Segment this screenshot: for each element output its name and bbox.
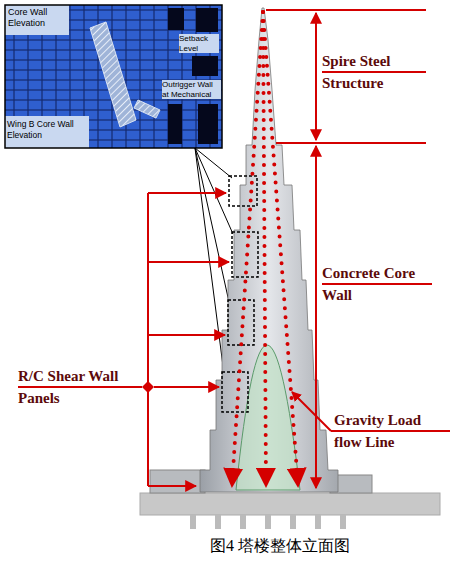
callout-arrow [154, 386, 219, 388]
core-wall-band [90, 22, 136, 127]
pile [290, 515, 296, 529]
inset-patch [5, 116, 89, 148]
label-underline [322, 283, 432, 285]
pile [215, 515, 221, 529]
pile [315, 515, 321, 529]
label-underline [322, 71, 426, 73]
dimension-line [276, 142, 426, 144]
part-label: Gravity Load flow Line [334, 409, 448, 453]
pile [240, 515, 246, 529]
inset-void [168, 8, 184, 30]
inset-grid [5, 5, 222, 148]
inset-patch [5, 5, 69, 35]
wall-panel-box [228, 300, 254, 345]
inset-label: Core Wall Elevation [8, 7, 68, 29]
podium [150, 470, 205, 493]
inset-void [192, 56, 218, 76]
load-path [263, 12, 298, 486]
dimension-line [315, 13, 317, 140]
callout-arrow [148, 261, 229, 263]
inset-void [168, 104, 182, 144]
callout-arrow [148, 485, 196, 487]
leader-line [292, 392, 331, 431]
figure-caption: 图4 塔楼整体立面图 [100, 536, 460, 556]
dimension-line [266, 9, 426, 11]
label-underline [18, 386, 142, 388]
wall-panel-box [232, 232, 258, 277]
dimension-line [315, 146, 317, 488]
part-label: R/C Shear Wall Panels [18, 365, 130, 409]
gravity-zone [236, 345, 300, 490]
foundation-raft [140, 493, 440, 515]
label-underline [331, 430, 450, 432]
pile [340, 515, 346, 529]
inset-void [196, 8, 218, 32]
pile [190, 515, 196, 529]
inset-label: Wing B Core Wall Elevation [7, 119, 87, 140]
part-label: Concrete Core Wall [322, 262, 437, 306]
load-path [232, 12, 263, 486]
inset-void [198, 104, 218, 144]
callout-bracket [147, 193, 149, 486]
callout-arrow [148, 192, 226, 194]
inset-label: Setback Level [179, 34, 219, 53]
callout-arrow [148, 334, 225, 336]
inset-frame [5, 5, 222, 148]
load-path [263, 12, 266, 486]
pile [265, 515, 271, 529]
part-label: Spire Steel Structure [322, 50, 422, 94]
inset-label: Outrigger Wall at Mechanical [162, 80, 221, 99]
outrigger-wall [134, 100, 160, 118]
wall-panel-box [222, 372, 248, 412]
